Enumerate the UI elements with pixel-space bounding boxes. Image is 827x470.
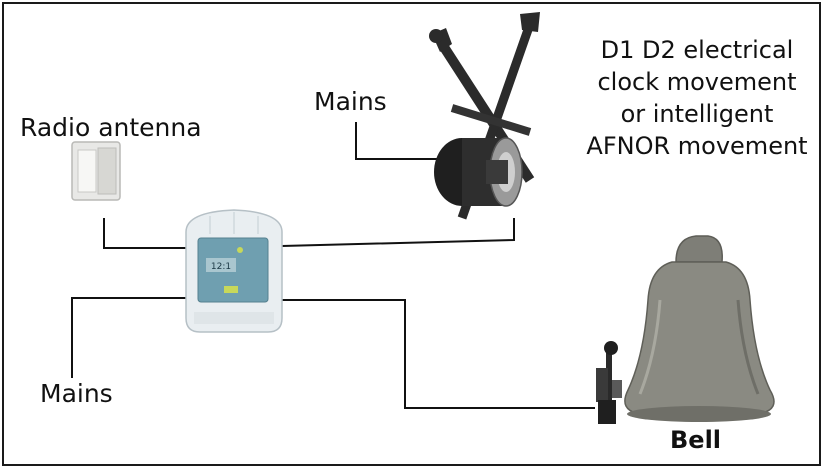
controller-box-icon: 12:1 xyxy=(185,209,283,333)
radio-antenna-icon xyxy=(71,141,121,201)
wires xyxy=(71,122,595,409)
wire-mains-to-clock xyxy=(355,122,440,160)
bell-hammer-icon xyxy=(596,341,622,424)
clock-movement-label: D1 D2 electrical clock movement or intel… xyxy=(574,34,820,162)
bell-label: Bell xyxy=(670,426,722,454)
clock-label-line-4: AFNOR movement xyxy=(586,132,808,160)
radio-antenna-label: Radio antenna xyxy=(20,113,202,142)
wire-controller-to-bell xyxy=(282,299,595,409)
mains-bottom-label: Mains xyxy=(40,379,113,408)
wire-controller-to-clock xyxy=(281,218,515,247)
controller-display: 12:1 xyxy=(211,262,231,272)
clock-label-line-3: or intelligent xyxy=(620,100,774,128)
mains-top-label: Mains xyxy=(314,87,387,116)
clock-movement-icon xyxy=(429,12,540,220)
clock-label-line-1: D1 D2 electrical xyxy=(600,36,794,64)
wire-antenna-to-controller xyxy=(103,218,186,249)
wire-mains-to-controller xyxy=(71,297,186,378)
clock-label-line-2: clock movement xyxy=(597,68,797,96)
bell-icon xyxy=(624,235,775,422)
